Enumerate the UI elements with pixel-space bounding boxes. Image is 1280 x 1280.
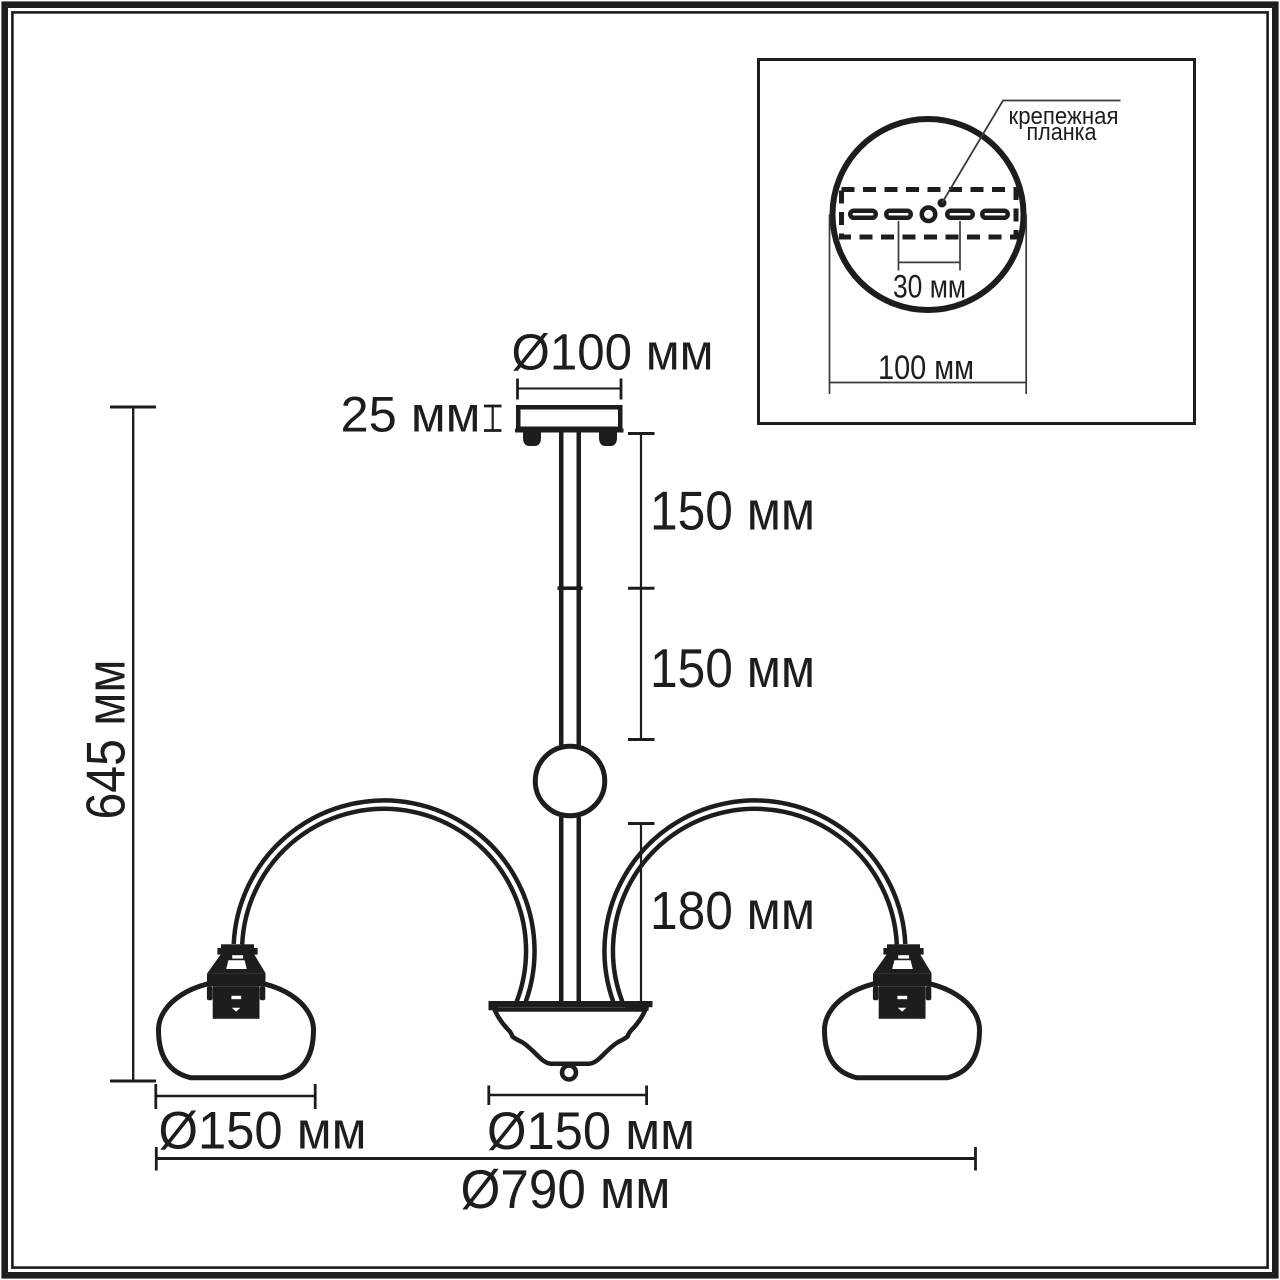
svg-text:30 мм: 30 мм	[893, 268, 966, 304]
svg-text:Ø150 мм: Ø150 мм	[159, 1102, 367, 1161]
svg-text:645 мм: 645 мм	[75, 660, 137, 820]
svg-text:100 мм: 100 мм	[878, 349, 974, 387]
svg-text:150 мм: 150 мм	[650, 480, 815, 542]
svg-text:180 мм: 180 мм	[650, 881, 815, 941]
svg-text:Ø790 мм: Ø790 мм	[461, 1158, 671, 1220]
svg-text:планка: планка	[1027, 119, 1098, 146]
svg-text:25 мм: 25 мм	[341, 387, 481, 443]
svg-text:Ø100 мм: Ø100 мм	[512, 324, 714, 381]
svg-text:Ø150 мм: Ø150 мм	[487, 1102, 695, 1161]
svg-text:крепежная: крепежная	[1009, 103, 1119, 130]
svg-text:150 мм: 150 мм	[650, 637, 815, 699]
